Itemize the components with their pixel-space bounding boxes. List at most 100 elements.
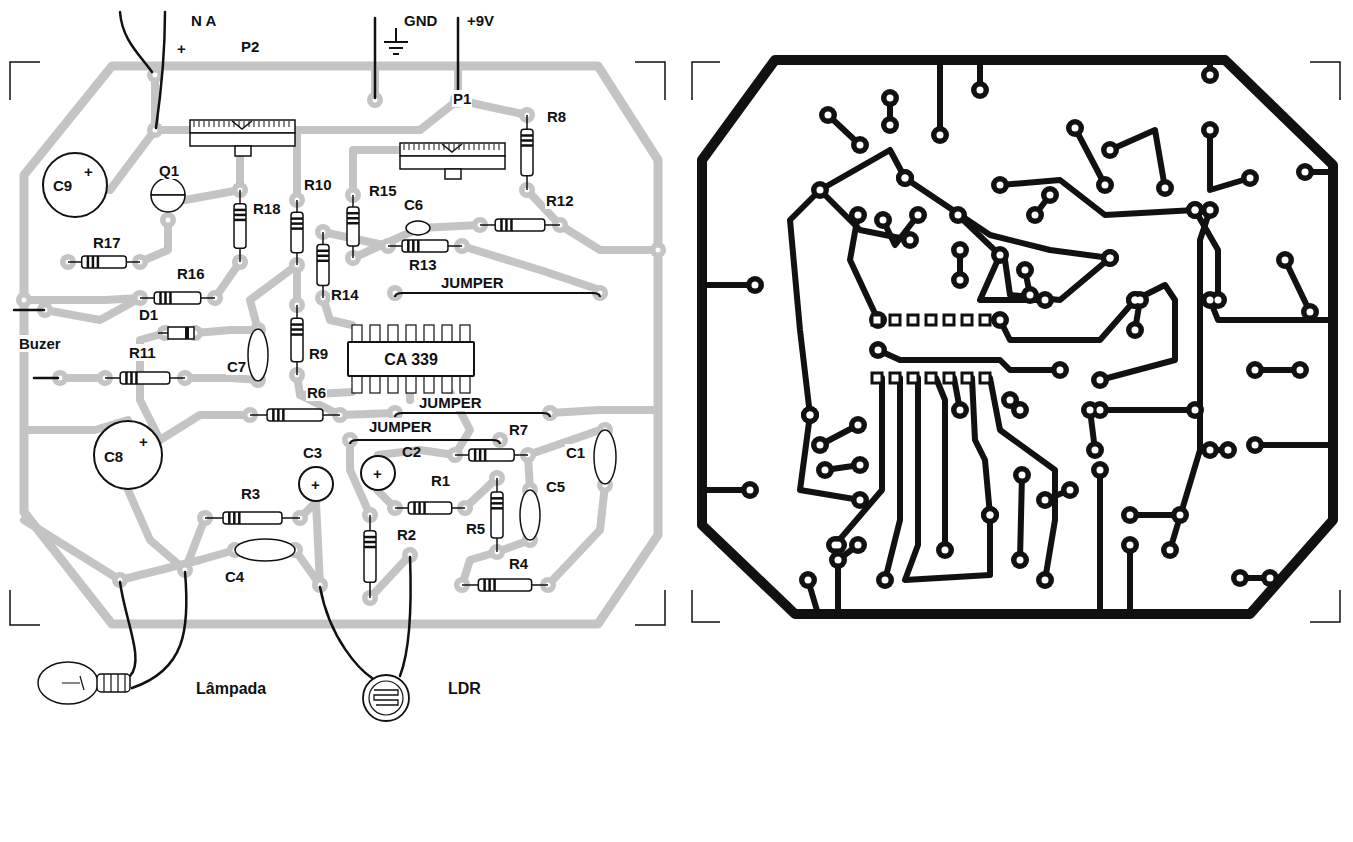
resistor-symbol [291,305,303,375]
solder-pad [1026,206,1044,224]
solder-pad [881,89,899,107]
copper-trace [790,150,905,415]
color-band [291,323,303,326]
trimmer-tick [229,121,230,127]
trimmer-tick [489,144,490,150]
wire [457,18,460,98]
part-label: Buzer [18,335,62,352]
drill-hole [1027,292,1034,299]
copper-trace [905,378,990,580]
color-band [317,255,329,257]
resistor-symbol [68,256,140,268]
trimmer-tick [279,121,280,127]
solder-pad [901,231,919,249]
solder-pad [1051,361,1069,379]
drill-hole [1207,447,1214,454]
copper-trace [297,100,458,195]
trimmer-wiper [442,144,462,152]
solder-pad [851,136,869,154]
resistor-symbol [388,240,462,252]
copper-trace [528,430,600,455]
drill-hole [857,462,864,469]
solder-pad [147,122,163,138]
resistor-body [291,318,303,361]
solder-pad [741,481,759,499]
drill-hole [1017,407,1024,414]
solder-pad [1101,249,1119,267]
color-band [364,546,376,549]
copper-trace [835,378,882,545]
solder-pad [1013,466,1031,484]
drill-hole [1297,367,1304,374]
drill-hole [656,248,661,253]
color-band [423,502,426,514]
solder-pad [1201,441,1219,459]
drill-hole [955,212,962,219]
trimmer-tick [474,144,475,150]
resistor-symbol [491,478,503,552]
color-band [347,222,359,225]
resistor-symbol [395,502,465,514]
drill-hole [855,422,862,429]
color-band [291,217,303,220]
ic-pin [388,376,398,393]
resistor-body [495,219,545,231]
trimmer-tick [284,121,285,127]
solder-pad [1246,436,1264,454]
copper-trace [185,190,240,200]
solder-pad [1171,506,1189,524]
part-label: P2 [240,38,260,55]
diode-band [185,327,189,339]
solder-pad [1276,251,1294,269]
corner-brackets [10,62,1340,625]
drill-hole [825,112,832,119]
drill-hole [855,542,862,549]
copper-side [702,60,1333,614]
solder-pad [869,341,887,359]
ic-pin [406,325,416,342]
part-label: LDR [447,680,482,697]
color-band [317,260,329,263]
drill-hole [1127,512,1134,519]
color-band [418,502,421,514]
trimmer-tick [214,121,215,127]
resistor-symbol [480,219,560,231]
solder-pad [991,176,1009,194]
solder-pad [849,206,867,224]
drill-hole [1177,512,1184,519]
solder-pad [1201,66,1219,84]
solder-pad [799,571,817,589]
jumper-wire [350,440,500,444]
copper-trace [1170,210,1210,550]
resistor-body [317,245,329,286]
drill-hole [1207,297,1214,304]
ic-pad [962,373,972,383]
transistor-symbol [151,178,185,195]
drill-hole [997,317,1004,324]
drill-hole [1207,127,1214,134]
part-label: C9 [53,177,72,194]
drill-hole [907,237,914,244]
wire [120,582,135,676]
drill-hole [987,512,994,519]
solder-pad [851,491,869,509]
color-band [234,219,246,222]
color-band [234,214,246,217]
solder-pad [819,106,837,124]
trimmer-tick [409,144,410,150]
color-band [272,409,275,421]
solder-pad [1126,321,1144,339]
ic-pin [442,376,452,393]
drill-hole [887,122,894,129]
drill-hole [1067,487,1074,494]
lamp-base [97,674,130,692]
drill-hole [942,547,949,554]
resistor-body [478,579,531,591]
part-label: Lâmpada [195,680,267,697]
ic-pad [980,373,990,383]
drill-hole [1107,147,1114,154]
drill-hole [153,73,158,78]
solder-pad [1011,551,1029,569]
trimmer-tick [434,144,435,150]
ic-pad [908,315,918,325]
